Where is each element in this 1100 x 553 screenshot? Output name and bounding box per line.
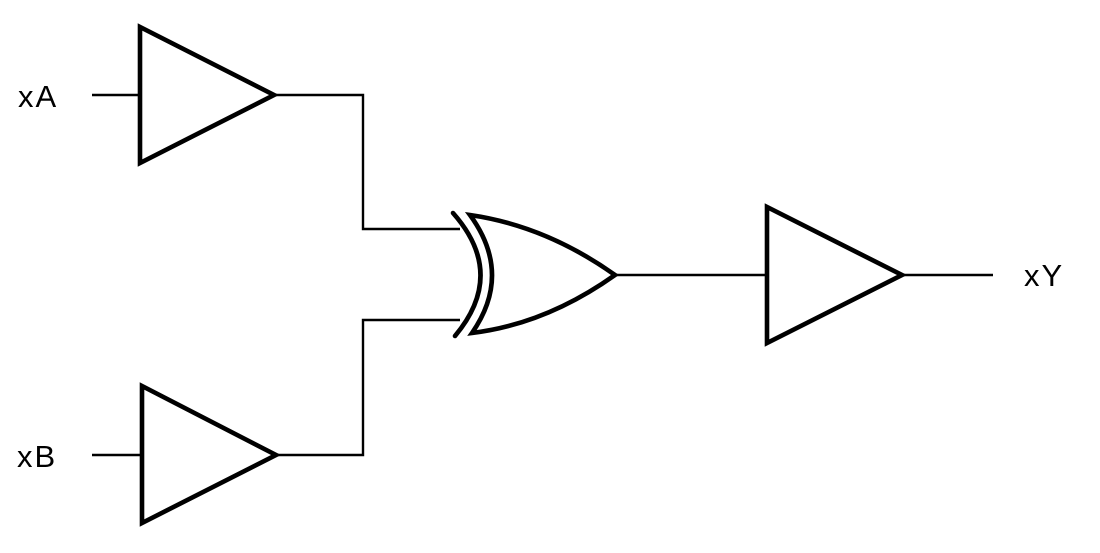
xor-gate-body	[464, 211, 619, 336]
buffer-gate-b	[139, 382, 282, 527]
xor-gate-input-arc	[450, 210, 483, 339]
label-input-a: xA	[18, 79, 58, 114]
wire-buffer-a-to-xor	[274, 93, 460, 231]
label-output-y: xY	[1024, 258, 1064, 293]
buffer-gate-y	[764, 203, 908, 347]
buffer-gate-a	[137, 23, 280, 167]
label-input-b: xB	[17, 439, 57, 474]
wire-buffer-b-to-xor	[276, 318, 460, 457]
